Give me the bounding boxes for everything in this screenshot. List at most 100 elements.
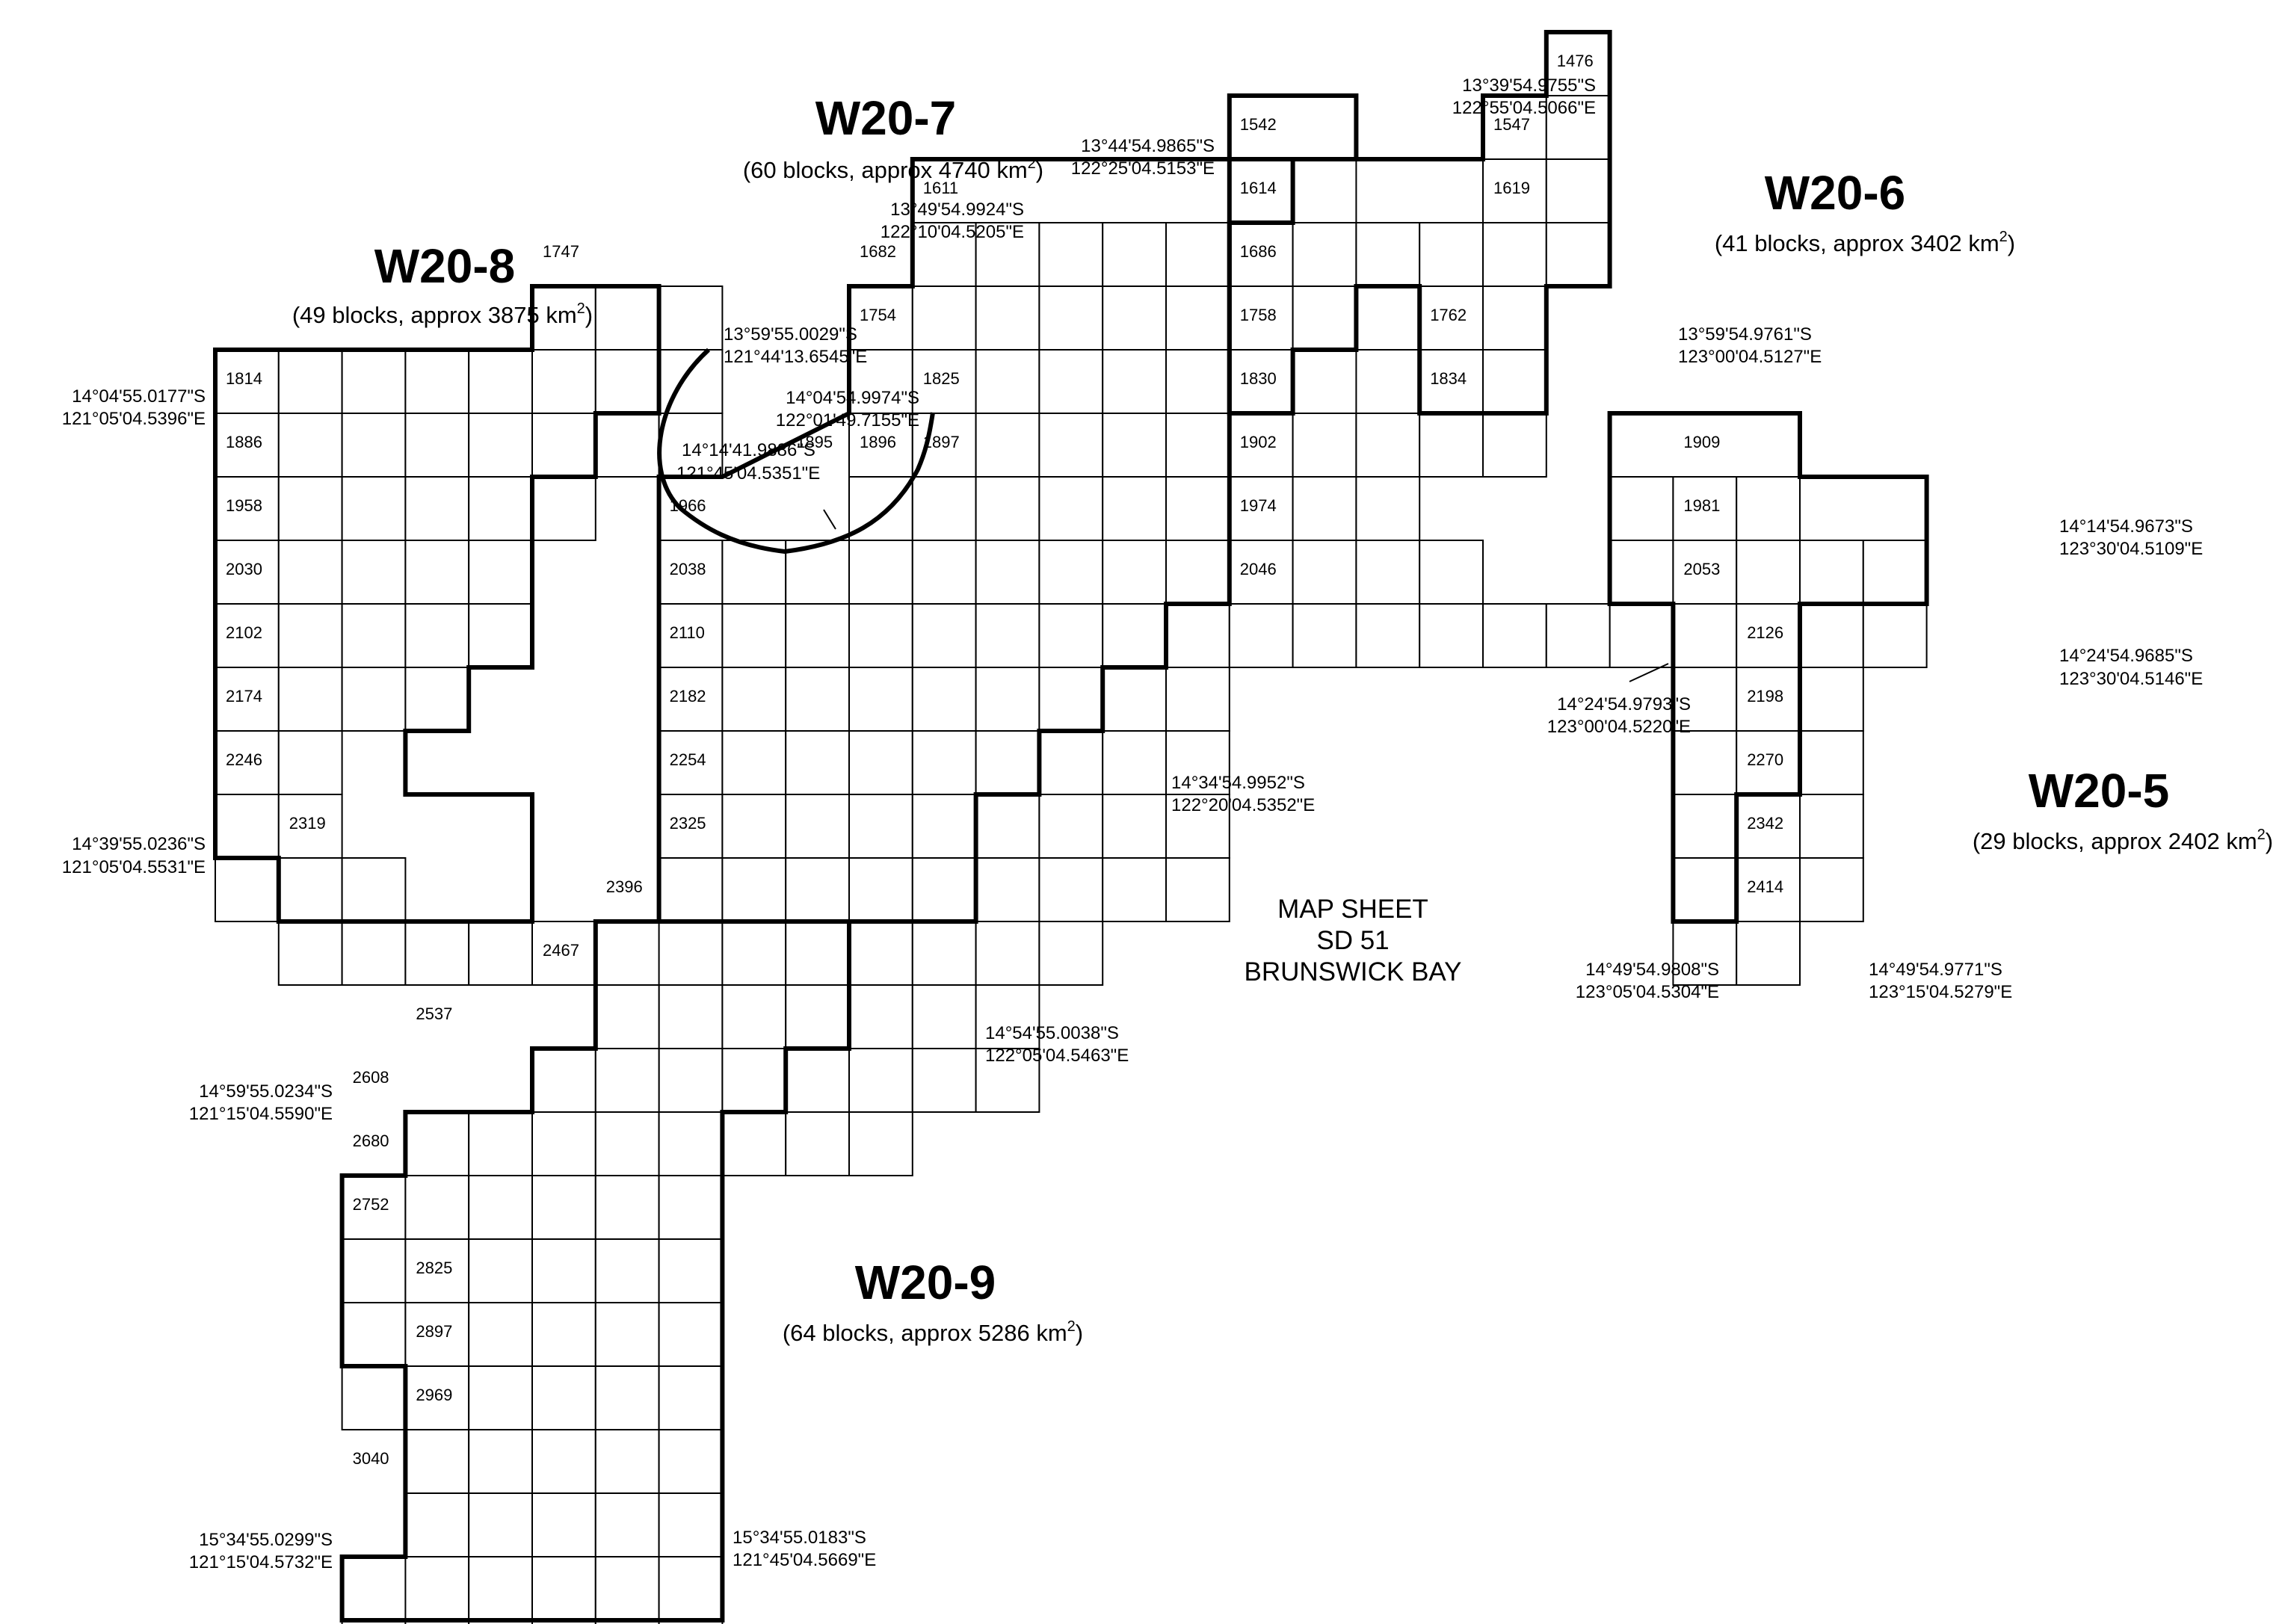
w20-6-outline	[1227, 30, 1612, 416]
block-cell	[1672, 794, 1738, 859]
block-number: 1825	[923, 369, 960, 388]
block-cell	[911, 476, 977, 541]
block-number: 2198	[1747, 687, 1783, 706]
block-cell	[1038, 476, 1104, 541]
block-cell	[975, 222, 1040, 287]
coord-lat: 14°14'54.9673"S	[2059, 516, 2193, 537]
block-cell	[1799, 857, 1864, 922]
block-cell	[1736, 921, 1801, 986]
coordinate-leader-line	[1629, 663, 1669, 682]
block-cell	[848, 921, 913, 986]
coord-lat: 13°44'54.9865"S	[1081, 136, 1215, 156]
coord-lat: 14°04'54.9974"S	[786, 388, 919, 408]
block-number: 1886	[226, 433, 262, 451]
block-cell	[468, 413, 534, 478]
block-cell	[911, 222, 977, 287]
block-cell	[1165, 667, 1230, 732]
block-cell	[468, 540, 534, 605]
block-cell	[1102, 667, 1167, 732]
w20-8-outline	[213, 284, 662, 924]
block-cell	[594, 1492, 660, 1557]
block-cell	[1736, 794, 1801, 859]
block-cell	[658, 921, 724, 986]
coord-lon: 121°05'04.5531"E	[62, 857, 206, 877]
block-cell	[468, 603, 534, 668]
block-cell	[1038, 285, 1104, 351]
block-cell	[658, 413, 724, 478]
block-cell	[1419, 603, 1484, 668]
block-number: 2897	[416, 1322, 452, 1341]
block-cell	[1102, 349, 1167, 414]
block-cell	[658, 1302, 724, 1367]
block-number: 1834	[1430, 369, 1467, 388]
block-number: 1896	[860, 433, 896, 451]
block-number: 1981	[1683, 496, 1720, 515]
block-cell	[1736, 730, 1801, 795]
block-cell	[594, 1238, 660, 1303]
block-number: 2825	[416, 1259, 452, 1277]
coord-lat: 14°39'55.0236"S	[72, 834, 206, 854]
block-cell	[848, 1111, 913, 1176]
block-number: 2126	[1747, 623, 1783, 642]
block-cell	[1102, 794, 1167, 859]
block-cell	[785, 794, 850, 859]
block-cell	[1292, 222, 1357, 287]
block-number: 2038	[670, 560, 706, 578]
coord-lon: 121°15'04.5590"E	[189, 1104, 333, 1124]
block-cell	[721, 603, 787, 668]
block-number: 2046	[1240, 560, 1277, 578]
block-cell	[975, 285, 1040, 351]
coord-lat: 14°24'54.9793"S	[1557, 694, 1691, 714]
block-cell	[1355, 413, 1421, 478]
block-cell	[1292, 540, 1357, 605]
block-cell	[785, 921, 850, 986]
block-cell	[721, 984, 787, 1049]
block-cell	[1672, 603, 1738, 668]
block-cell	[911, 1048, 977, 1113]
block-cell	[658, 1556, 724, 1621]
block-cell	[658, 1492, 724, 1557]
block-cell	[1545, 222, 1611, 287]
block-cell	[721, 1111, 787, 1176]
block-number: 1762	[1430, 306, 1467, 324]
block-number: 1619	[1493, 179, 1530, 197]
block-number: 2270	[1747, 750, 1783, 769]
block-cell	[721, 794, 787, 859]
block-cell	[1609, 540, 1674, 605]
block-cell	[658, 857, 724, 922]
block-cell	[1355, 603, 1421, 668]
block-cell	[658, 1111, 724, 1176]
block-cell	[785, 1048, 850, 1113]
block-cell	[277, 476, 343, 541]
block-cell	[404, 1238, 470, 1303]
block-cell	[404, 603, 470, 668]
block-number: 1974	[1240, 496, 1277, 515]
block-cell	[341, 1365, 407, 1430]
block-number: 2680	[353, 1131, 389, 1150]
block-number: 1895	[796, 433, 833, 451]
block-cell	[1799, 667, 1864, 732]
block-cell	[721, 1048, 787, 1113]
coord-lon: 122°55'04.5066"E	[1452, 98, 1596, 118]
block-cell	[1038, 921, 1104, 986]
coord-lon: 123°30'04.5109"E	[2059, 539, 2203, 559]
block-cell	[911, 857, 977, 922]
block-cell	[215, 794, 280, 859]
block-cell	[1482, 285, 1547, 351]
block-number: 2537	[416, 1004, 452, 1023]
block-cell	[1102, 857, 1167, 922]
block-number: 1682	[860, 242, 896, 261]
block-cell	[594, 1048, 660, 1113]
block-cell	[341, 349, 407, 414]
w20-7-outline	[656, 93, 1359, 924]
block-number: 2467	[543, 941, 579, 960]
block-cell	[848, 857, 913, 922]
block-cell	[1228, 540, 1294, 605]
block-number: 2319	[289, 814, 326, 833]
boundary-tick-line	[823, 509, 836, 530]
coord-lat: 14°49'54.9808"S	[1585, 960, 1719, 980]
block-cell	[975, 476, 1040, 541]
block-cell	[975, 667, 1040, 732]
coord-lat: 14°34'54.9952"S	[1171, 773, 1305, 793]
block-number: 2414	[1747, 877, 1783, 896]
